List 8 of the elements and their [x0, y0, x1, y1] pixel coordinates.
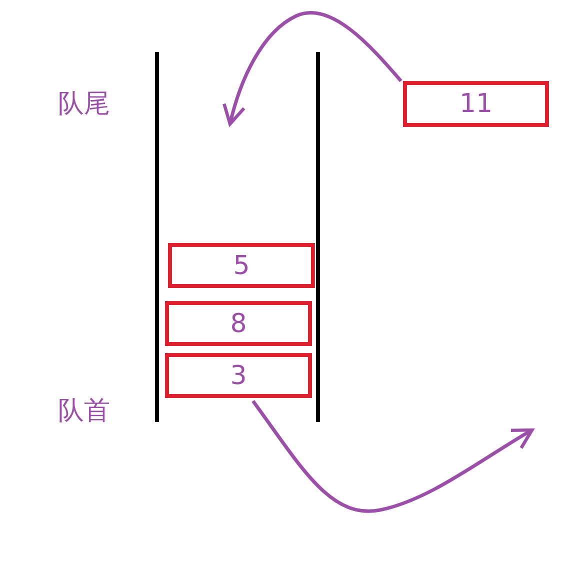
queue-element-box: 5: [168, 243, 315, 288]
queue-element-box: 11: [403, 81, 549, 127]
curved-arrow: [222, 11, 402, 126]
queue-end-label: 队首: [58, 395, 110, 428]
curved-arrow: [252, 400, 534, 513]
queue-element-box: 3: [165, 353, 312, 398]
queue-end-label: 队尾: [58, 88, 110, 121]
queue-element-box: 8: [165, 301, 312, 346]
